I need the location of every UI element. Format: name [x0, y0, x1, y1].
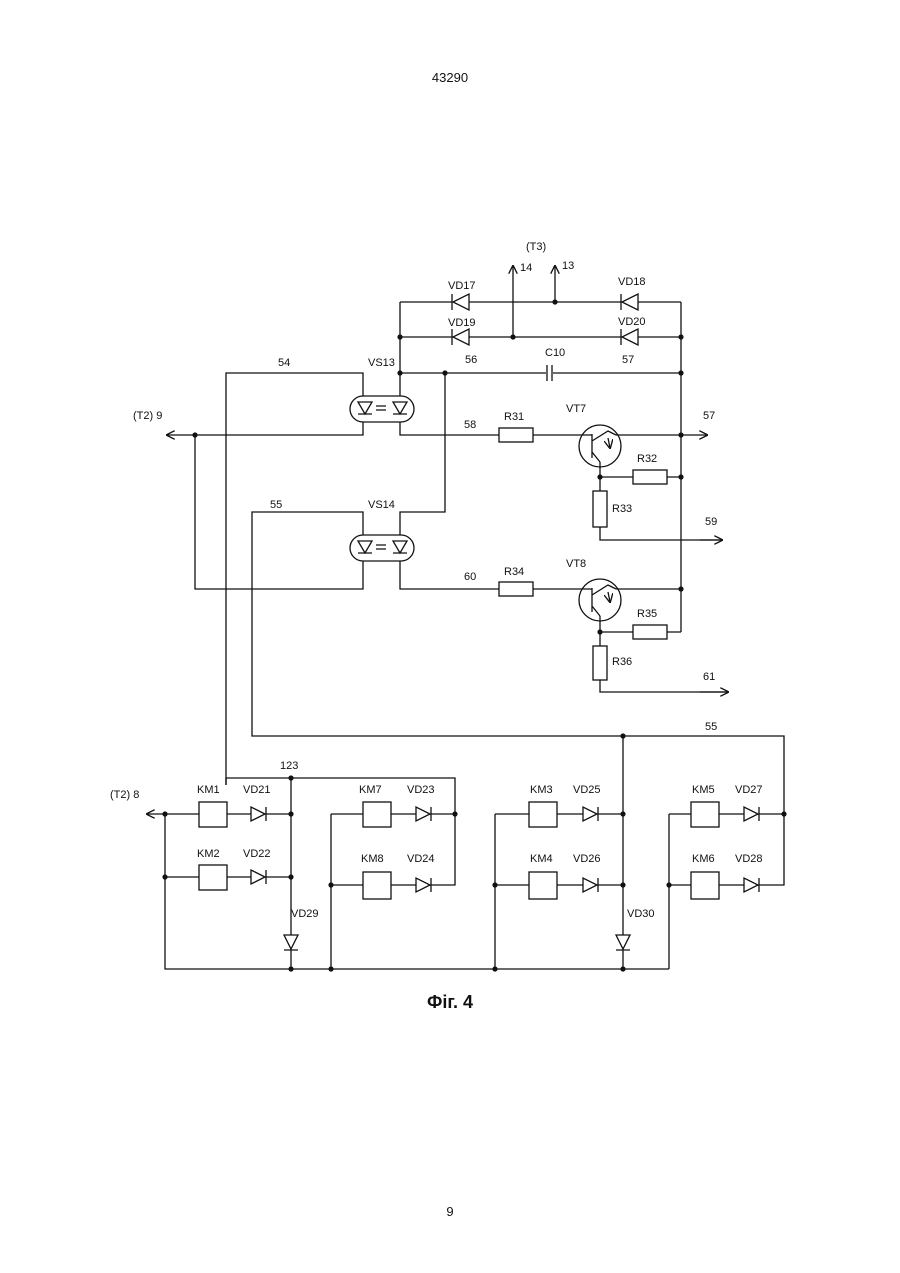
resistor-r35-icon: [633, 625, 667, 639]
label-vd20: VD20: [618, 316, 646, 328]
label-r33: R33: [612, 503, 632, 515]
diode-vd28-icon: [744, 878, 759, 892]
label-t2-9: (T2) 9: [133, 410, 162, 422]
label-vd21: VD21: [243, 784, 271, 796]
label-vd18: VD18: [618, 276, 646, 288]
label-vd25: VD25: [573, 784, 601, 796]
resistor-r36-icon: [593, 646, 607, 680]
diode-vd18-icon: [621, 294, 638, 310]
label-vt8: VT8: [566, 558, 586, 570]
label-km6: KM6: [692, 853, 715, 865]
label-r32: R32: [637, 453, 657, 465]
label-vd19: VD19: [448, 317, 476, 329]
resistor-r32-icon: [633, 470, 667, 484]
diode-vd22-icon: [251, 870, 266, 884]
label-vd24: VD24: [407, 853, 435, 865]
optocoupler-vs14-icon: [350, 535, 414, 561]
label-t2-8: (T2) 8: [110, 789, 139, 801]
relay-km8-icon: [363, 872, 391, 899]
relay-km6-icon: [691, 872, 719, 899]
diode-vd29-icon: [284, 935, 298, 950]
relay-km4-icon: [529, 872, 557, 899]
label-km7: KM7: [359, 784, 382, 796]
label-56: 56: [465, 354, 477, 366]
relay-km7-icon: [363, 802, 391, 827]
diode-vd26-icon: [583, 878, 598, 892]
label-vd22: VD22: [243, 848, 271, 860]
relay-km3-icon: [529, 802, 557, 827]
junction-dots: [162, 299, 786, 971]
label-55a: 55: [270, 499, 282, 511]
transistor-vt8-icon: [579, 579, 621, 621]
diode-vd24-icon: [416, 878, 431, 892]
label-vs14: VS14: [368, 499, 395, 511]
diode-vd27-icon: [744, 807, 759, 821]
label-r36: R36: [612, 656, 632, 668]
label-13: 13: [562, 260, 574, 272]
relay-km1-icon: [199, 802, 227, 827]
label-vd28: VD28: [735, 853, 763, 865]
diode-vd20-icon: [621, 329, 638, 345]
label-km2: KM2: [197, 848, 220, 860]
label-vd17: VD17: [448, 280, 476, 292]
diode-vd30-icon: [616, 935, 630, 950]
label-vd23: VD23: [407, 784, 435, 796]
label-vd29: VD29: [291, 908, 319, 920]
diode-vd23-icon: [416, 807, 431, 821]
diode-vd17-icon: [452, 294, 469, 310]
label-km3: KM3: [530, 784, 553, 796]
label-t3: (T3): [526, 241, 546, 253]
label-57a: 57: [622, 354, 634, 366]
label-61: 61: [703, 671, 715, 683]
label-54: 54: [278, 357, 290, 369]
label-km8: KM8: [361, 853, 384, 865]
relay-km2-icon: [199, 865, 227, 890]
label-km5: KM5: [692, 784, 715, 796]
label-55b: 55: [705, 721, 717, 733]
label-123: 123: [280, 760, 298, 772]
label-vd27: VD27: [735, 784, 763, 796]
label-r34: R34: [504, 566, 524, 578]
diode-vd25-icon: [583, 807, 598, 821]
label-vd26: VD26: [573, 853, 601, 865]
diode-vd19-icon: [452, 329, 469, 345]
label-r31: R31: [504, 411, 524, 423]
label-km1: KM1: [197, 784, 220, 796]
transistor-vt7-icon: [579, 425, 621, 467]
optocoupler-vs13-icon: [350, 396, 414, 422]
diode-vd21-icon: [251, 807, 266, 821]
label-r35: R35: [637, 608, 657, 620]
resistor-r33-icon: [593, 491, 607, 527]
upper-wires: [167, 266, 784, 814]
capacitor-c10-icon: [547, 365, 552, 381]
label-c10: C10: [545, 347, 565, 359]
label-14: 14: [520, 262, 532, 274]
label-vd30: VD30: [627, 908, 655, 920]
label-vt7: VT7: [566, 403, 586, 415]
label-58: 58: [464, 419, 476, 431]
label-60: 60: [464, 571, 476, 583]
relay-km5-icon: [691, 802, 719, 827]
resistor-r31-icon: [499, 428, 533, 442]
label-vs13: VS13: [368, 357, 395, 369]
resistor-r34-icon: [499, 582, 533, 596]
label-km4: KM4: [530, 853, 553, 865]
label-57b: 57: [703, 410, 715, 422]
label-59: 59: [705, 516, 717, 528]
